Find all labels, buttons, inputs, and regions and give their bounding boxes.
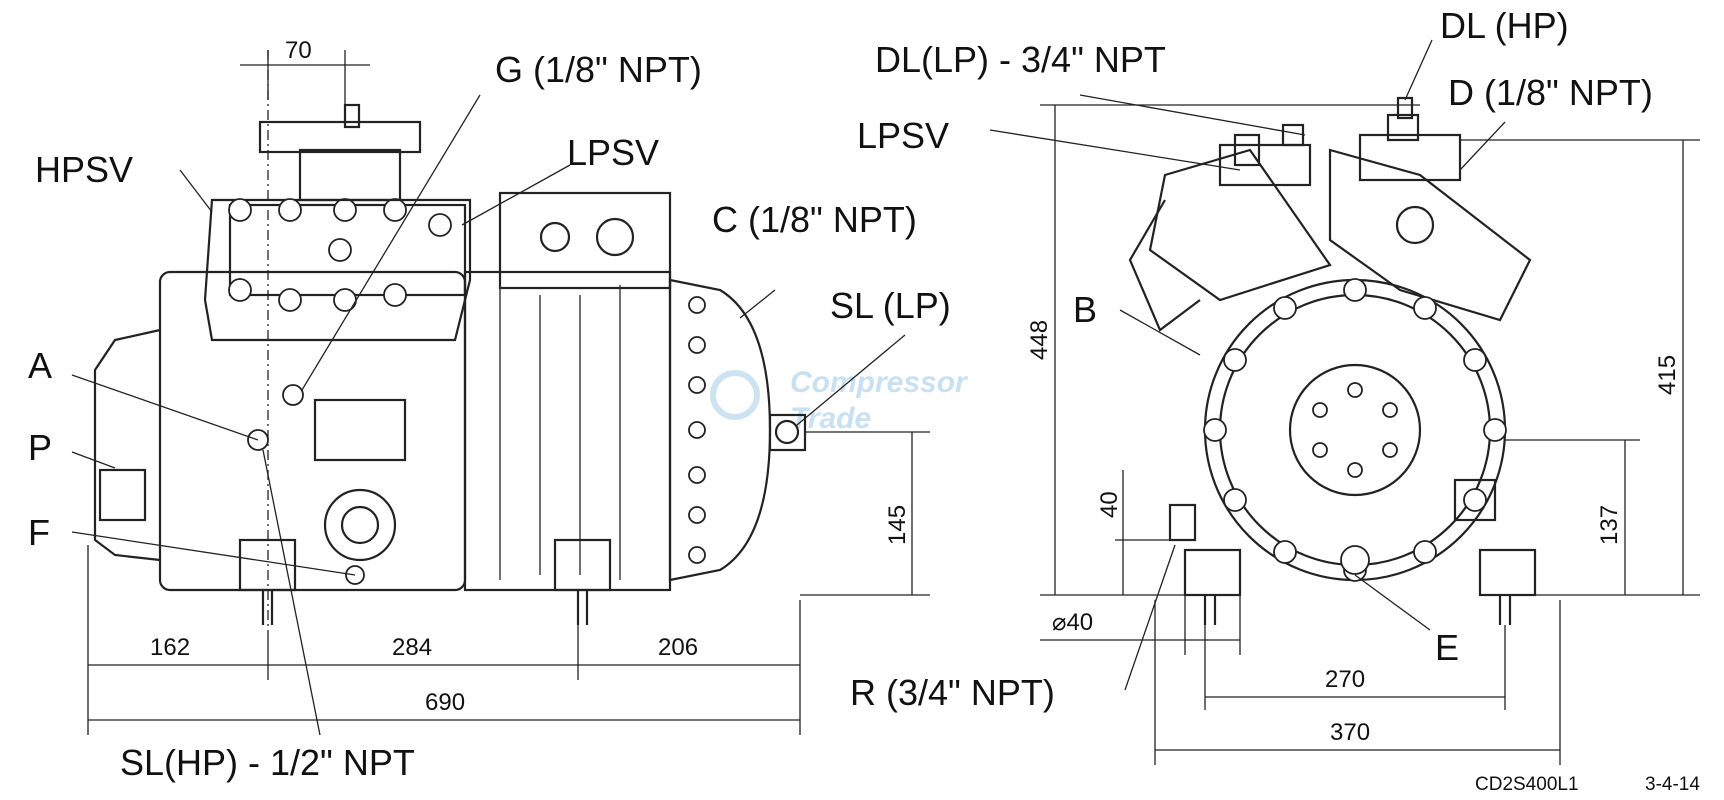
front-view [1128, 96, 1537, 625]
label-c: C (1/8" NPT) [712, 199, 917, 240]
front-foot-right [1478, 548, 1537, 597]
front-foot-left [1183, 548, 1242, 597]
label-dl-hp: DL (HP) [1440, 5, 1569, 46]
label-g: G (1/8" NPT) [495, 49, 702, 90]
label-p: P [28, 427, 52, 468]
side-view [93, 50, 807, 640]
dim-145: 145 [884, 505, 911, 545]
label-f: F [28, 512, 50, 553]
watermark-line-2: Trade [790, 402, 871, 435]
dim-415: 415 [1654, 355, 1681, 395]
dim-448: 448 [1026, 320, 1053, 360]
dim-270: 270 [1325, 666, 1365, 693]
label-b: B [1073, 289, 1097, 330]
crankcase-body [158, 270, 467, 592]
front-view-labels: DL(LP) - 3/4" NPT DL (HP) D (1/8" NPT) L… [850, 5, 1653, 713]
label-dl-lp: DL(LP) - 3/4" NPT [875, 39, 1166, 80]
pump-cover [1288, 363, 1422, 497]
watermark: Compressor Trade [710, 366, 969, 435]
label-d: D (1/8" NPT) [1448, 72, 1653, 113]
label-lpsv-right: LPSV [857, 115, 949, 156]
nameplate [313, 398, 407, 462]
valve-spindle [258, 120, 422, 154]
dim-162: 162 [150, 634, 190, 661]
terminal-box [498, 191, 672, 290]
dim-206: 206 [658, 634, 698, 661]
valve-block-right [1358, 133, 1462, 182]
label-sl-lp: SL (LP) [830, 285, 951, 326]
end-cover [668, 278, 772, 582]
watermark-line-1: Compressor [790, 366, 969, 399]
dim-40: 40 [1096, 491, 1123, 518]
dim-370: 370 [1330, 719, 1370, 746]
sight-glass [323, 488, 397, 562]
motor-housing [463, 270, 672, 592]
dim-137: 137 [1596, 505, 1623, 545]
dim-284: 284 [392, 634, 432, 661]
oil-pump-housing [93, 328, 161, 562]
label-sl-hp: SL(HP) - 1/2" NPT [120, 742, 415, 783]
drawing-code: CD2S400L1 [1475, 774, 1579, 795]
valve-block-left [1218, 143, 1312, 187]
cylinder-head [203, 198, 472, 342]
label-lpsv-left: LPSV [567, 132, 659, 173]
label-e: E [1435, 627, 1459, 668]
dim-690: 690 [425, 689, 465, 716]
label-hpsv: HPSV [35, 149, 133, 190]
discharge-valve [298, 148, 402, 202]
dim-70: 70 [285, 37, 312, 64]
dim-dia40: ⌀40 [1052, 609, 1093, 636]
front-view-dimensions: 448 415 137 40 ⌀40 270 370 [1026, 104, 1700, 765]
side-view-labels: G (1/8" NPT) HPSV LPSV C (1/8" NPT) SL (… [28, 49, 951, 783]
head-right [1328, 148, 1532, 322]
side-view-dimensions: 70 162 284 206 690 145 [87, 37, 930, 735]
end-housing [1203, 278, 1507, 582]
foot-right [553, 538, 612, 592]
label-r: R (3/4" NPT) [850, 672, 1055, 713]
label-a: A [28, 345, 52, 386]
front-view-leaders [989, 39, 1506, 691]
side-view-leaders [71, 94, 906, 736]
drawing-date: 3-4-14 [1645, 774, 1700, 795]
head-left [1148, 148, 1332, 302]
